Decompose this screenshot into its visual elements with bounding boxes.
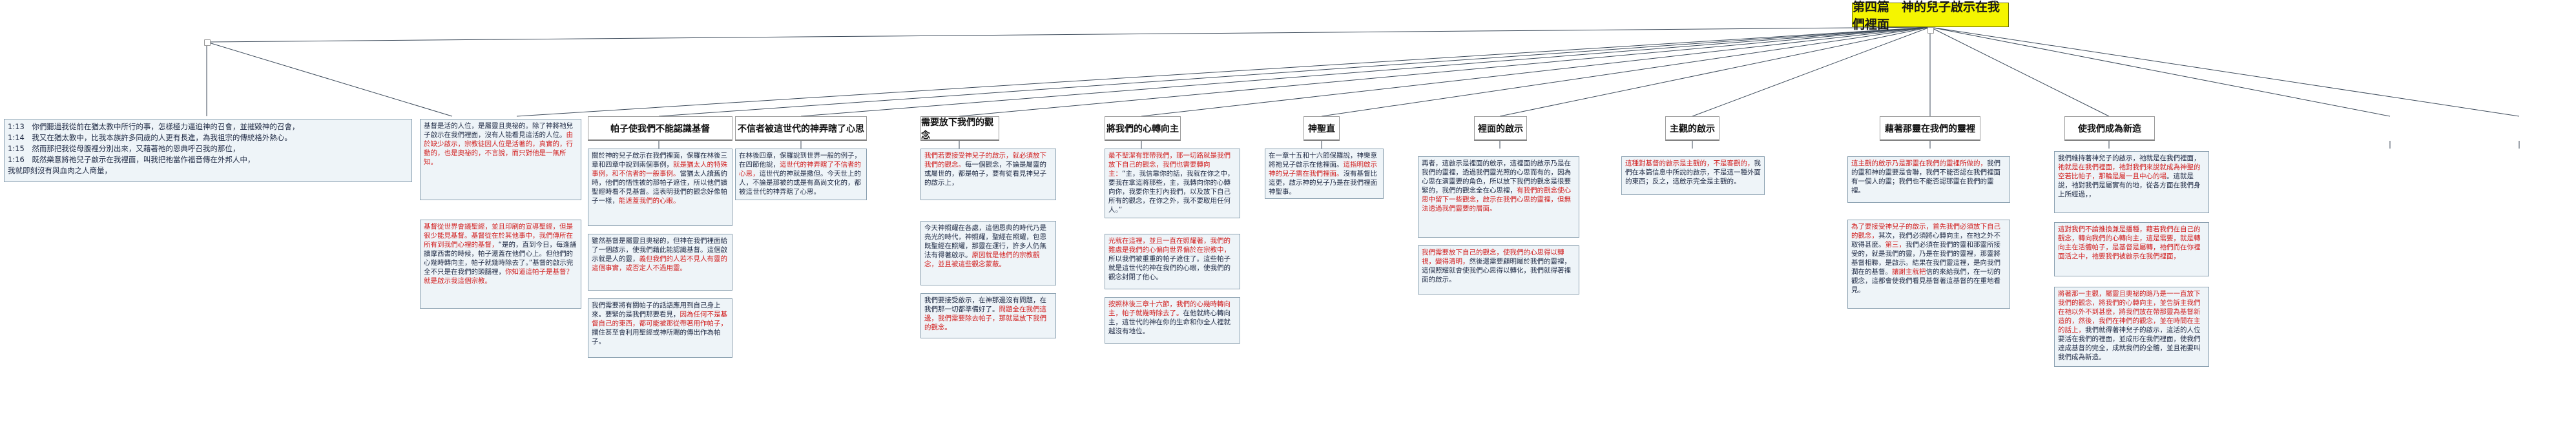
branch-turn-heart[interactable]: 將我們的心轉向主 bbox=[1105, 116, 1181, 141]
box-text-highlight: 因為任何不是基督自己的東西，都可能被那從帶著用作帕子， bbox=[592, 311, 727, 327]
branch-subjective-revelation[interactable]: 主觀的啟示 bbox=[1665, 116, 1719, 141]
box-text-highlight: 第三， bbox=[1885, 241, 1906, 249]
node-marker[interactable] bbox=[204, 39, 211, 46]
box-text: 攔住甚至會利用聖經或神所賜的傳出作為帕子。 bbox=[592, 329, 721, 346]
box-text: 當猶太人讀舊約時，他們的悟性被的那帕子遮住，所以他們讀聖經時看不見基督。這表明我… bbox=[592, 170, 727, 205]
central-topic[interactable]: 第四篇 神的兒子啟示在我們裡面 bbox=[1852, 0, 2009, 32]
box-text-highlight: 能遮蓋我們的心眼。 bbox=[619, 197, 680, 205]
note-text: 基督是活的人位，是屬靈且奧祕的。除了神將祂兒子啟示在我們裡面，沒有人能看見這活的… bbox=[424, 122, 573, 139]
box-text-highlight: 最不聖潔有罪帶我們，那一切路就是我們放下自己的觀念，我們也需要轉向主： bbox=[1108, 152, 1231, 178]
box-text: 其次，我們必須將心轉向主，在祂之外不取得甚麼。 bbox=[1851, 232, 2000, 249]
node-marker[interactable] bbox=[1927, 27, 1934, 34]
box-text: 在林後四章，保羅說到世界一般的例子，在四節他說， bbox=[739, 152, 861, 169]
box-text: 雖然基督是屬靈且奧祕的，但神在我們裡面給了一個啟示，使我們藉此能認識基督。這個啟… bbox=[592, 237, 727, 263]
box-text: 沒有基督比這更，啟示神的兒子乃是在我們裡面神聖事。 bbox=[1269, 170, 1377, 196]
box-new-creation[interactable]: 將著那一主觀，屬靈且奧祕的路乃是一一直放下我們的觀念，將我們的心轉向主，並告訴主… bbox=[2054, 287, 2209, 367]
box-text-highlight: 祂就是在我們裡面，祂對我們來說就成為神聖的空若比帕子，那輪是屬一且中心的場 bbox=[2058, 163, 2201, 180]
branch-veil[interactable]: 帕子使我們不能認識基督 bbox=[588, 116, 732, 141]
box-text-highlight: 這種對基督的啟示是主觀的，不是客觀的， bbox=[1625, 160, 1754, 167]
box-subjective[interactable]: 這種對基督的啟示是主觀的，不是客觀的，我們在本篇信息中所說的啟示，不是這一種外面… bbox=[1621, 156, 1765, 195]
box-text: 然後還需要顧明屬於我們的靈裡，這個照耀就會使我們心思得以轉化，我們就得著裡面的啟… bbox=[1422, 258, 1571, 284]
box-text: 每一個觀念，不論是屬靈的或屬世的，都是帕子，要有從看見神兒子的啟示上， bbox=[924, 161, 1046, 187]
box-text-highlight: 問題全在我們這邊，我們需要除去帕子，那就是放下我們的觀念。 bbox=[924, 305, 1046, 331]
box-text: 信的來給我們，在一切的觀念，這都會使我們看見基督著這基督的在重地看見。 bbox=[1851, 268, 2000, 294]
box-text-highlight: 我們需要放下自己的觀念，使我們的心思得以轉視，變得清明， bbox=[1422, 249, 1564, 265]
intro-line: 我就即刻沒有與血肉之人商量， bbox=[8, 166, 112, 175]
box-text: 我們在本篇信息中所說的啟示，不是這一種外面的東西；反之，這啟示完全是主觀的。 bbox=[1625, 160, 1761, 185]
intro-line: 1:13 你們聽過我從前在猶太教中所行的事，怎樣極力逼迫神的召會，並摧毀神的召會… bbox=[8, 122, 300, 131]
box-god-of-age[interactable]: 在林後四章，保羅說到世界一般的例子，在四節他說，這世代的神弄瞎了不信者的心思，這… bbox=[735, 149, 867, 200]
box-age-of-light[interactable]: 今天神照耀在各處，這個恩典的時代乃是亮光的時代，神照耀，聖經在照耀，包恩既聖經在… bbox=[920, 221, 1056, 285]
branch-divine[interactable]: 神聖直 bbox=[1304, 116, 1340, 141]
box-way-forward[interactable]: 這對我們不論推換兼是播種，藉若我們在自己的觀念，轉向我們的心轉向主，這是需要，就… bbox=[2054, 222, 2209, 276]
note-text-highlight: 由於缺少啟示，宗教徒因人位是活著的，真實的，行動的，也是奧祕的，不言說，而只對他… bbox=[424, 131, 573, 166]
intro-line: 1:16 既然樂意將祂兒子啟示在我裡面，叫我把祂當作福音傳在外邦人中， bbox=[8, 155, 255, 164]
box-text-highlight: 這主觀的啟示乃是那靈在我們的靈裡所做的， bbox=[1851, 160, 1987, 167]
box-text: 我們就得著神兒子的啟示，這活的人位要活在我們的裡面，並成形在我們裡面，使我們達成… bbox=[2058, 326, 2201, 361]
box-text-highlight: 光就在這裡，並且一直在照耀著，我們的難處是我們的心偏向世界偏於在宗教中， bbox=[1108, 237, 1231, 254]
box-text-highlight: 原因就是他們的宗教觀念，並且被這些觀念蒙蔽。 bbox=[924, 251, 1040, 268]
note-box-veil-bible[interactable]: 基督從世界會議聖經，並且印刷的宣導聖經，但是很少能見基督。基督從在於其他事中，我… bbox=[420, 220, 581, 309]
box-veil-removed[interactable]: 按照林後三章十六節，我們的心幾時轉向主，帕子就幾時除去了。在他就終心轉向主，這世… bbox=[1105, 297, 1240, 344]
box-text-highlight: 這指明啟示神的兒子需在我們裡面。 bbox=[1269, 161, 1377, 178]
note-text-highlight: 基督從世界會議聖經，並且印刷的宣導聖經，但是很少能見基督。基督從在於其他事中，我… bbox=[424, 223, 573, 249]
box-text: 在他就終心轉向主，這世代的神在你的生命和你全人裡就越沒有地位。 bbox=[1108, 309, 1231, 335]
branch-new-creation[interactable]: 使我們成為新造 bbox=[2064, 116, 2155, 141]
box-text: 。這就是說，祂對我們是屬實有的地，從各方面在我們身上所經過，， bbox=[2058, 172, 2201, 198]
branch-blinded-unbelievers[interactable]: 不信者被這世代的神弄瞎了心思 bbox=[735, 116, 867, 141]
box-divine-revelation[interactable]: 在一章十五和十六節保羅說，神樂意將祂兒子啟示在他裡面。這指明啟示神的兒子需在我們… bbox=[1265, 149, 1384, 199]
box-text: 我們必須在我們的靈和那靈所接受的，就是我們的靈，乃是在我們的靈裡，那靈將基督相聯… bbox=[1851, 241, 2000, 276]
box-mind-renewed[interactable]: 我們需要放下自己的觀念，使我們的心思得以轉視，變得清明，然後還需要顧明屬於我們的… bbox=[1418, 245, 1579, 294]
box-text-highlight: 我們若要接受神兒子的啟示，就必須放下我們的觀念。 bbox=[924, 152, 1046, 169]
box-text-highlight: 讓謝主就把 bbox=[1892, 268, 1926, 276]
box-text-highlight: 就是猶太人的特殊事例，和不信者的一般事例。 bbox=[592, 161, 727, 178]
box-apply-veil[interactable]: 我們需要將有關帕子的話語應用到自己身上來。要緊的是我們那要看見，因為任何不是基督… bbox=[588, 298, 732, 358]
box-text-highlight: 有我們的觀念使心思中留下一些觀念，啟示在我們心思的靈裡，但無法透過我們靈要的層面… bbox=[1422, 187, 1571, 212]
box-drop-concepts[interactable]: 我們若要接受神兒子的啟示，就必須放下我們的觀念。每一個觀念，不論是屬靈的或屬世的… bbox=[920, 149, 1056, 200]
box-text: “主，我信靠你的話，我就在你之中，要我在拿這將那些，主，我轉向你的心轉向你，我要… bbox=[1108, 170, 1234, 214]
note-box-living-person[interactable]: 基督是活的人位，是屬靈且奧祕的。除了神將祂兒子啟示在我們裡面，沒有人能看見這活的… bbox=[420, 119, 581, 200]
box-text-highlight: 按照林後三章十六節，我們的心幾時轉向主，帕子就幾時除去了。 bbox=[1108, 300, 1231, 317]
box-text: 我們需要將有關帕子的話語應用到自己身上來。要緊的是我們那要看見， bbox=[592, 302, 721, 318]
box-text: 我們要接受啟示，在神那邊沒有問題，在我們那一切都準備好了。 bbox=[924, 296, 1046, 313]
branch-spirit-in-spirit[interactable]: 藉著那靈在我們的靈裡 bbox=[1880, 116, 1980, 141]
box-text: 我們維持著神兒子的啟示，祂就是在我們裡面， bbox=[2058, 154, 2201, 162]
box-text: 所以我們被重重的帕子遮住了。這些帕子就是這世代的神在我們的心眼，使我們的觀念封閉… bbox=[1108, 255, 1231, 281]
box-text-highlight: 為了要接受神兒子的啟示，首先我們必須放下自己的觀念， bbox=[1851, 223, 2000, 240]
note-text: “是的，直到今日，每逢誦讀摩西書的時候，帕子還蓋在他們心上。但他們的心幾時轉向主… bbox=[424, 241, 577, 276]
intro-line: 1:14 我又在猶太教中，比我本族許多同歲的人更有長進，為我祖宗的傳統格外熱心。 bbox=[8, 133, 292, 142]
box-son-revealed[interactable]: 我們維持著神兒子的啟示，祂就是在我們裡面，祂就是在我們裡面，祂對我們來說就成為神… bbox=[2054, 151, 2209, 213]
box-inward-revelation[interactable]: 再者，這啟示是裡面的啟示，這裡面的啟示乃是在我們的靈裡，透過我們靈光照的心思而有… bbox=[1418, 156, 1579, 238]
box-text: 這世代的神就是撒但。今天世上的人，不論是那被的或是有高尚文化的，都被這世代的神弄… bbox=[739, 170, 861, 196]
box-text-highlight: 義但我們的人若不見人有靈的這個事實，或否定人不過用靈。 bbox=[592, 255, 727, 272]
box-text: 我們的靈和神的靈要是會聯，我們不能否認在我們裡面有一個人的靈；我們也不能否認那靈… bbox=[1851, 160, 2000, 194]
box-text: 關於神的兒子啟示在我們裡面，保羅在林後三章和四章中說到兩個事例， bbox=[592, 152, 727, 169]
box-turn-to-lord[interactable]: 最不聖潔有罪帶我們，那一切路就是我們放下自己的觀念，我們也需要轉向主：“主，我信… bbox=[1105, 149, 1240, 218]
box-veil-cases[interactable]: 關於神的兒子啟示在我們裡面，保羅在林後三章和四章中說到兩個事例，就是猶太人的特殊… bbox=[588, 149, 732, 226]
branch-inward-revelation[interactable]: 裡面的啟示 bbox=[1474, 116, 1527, 141]
box-text: 再者，這啟示是裡面的啟示，這裡面的啟示乃是在我們的靈裡，透過我們靈光照的心思而有… bbox=[1422, 160, 1571, 194]
intro-line: 1:15 然而那把我從母腹裡分別出來，又藉著祂的恩典呼召我的那位， bbox=[8, 144, 240, 153]
box-three-steps[interactable]: 為了要接受神兒子的啟示，首先我們必須放下自己的觀念，其次，我們必須將心轉向主，在… bbox=[1847, 220, 2010, 309]
box-text: 在一章十五和十六節保羅說，神樂意將祂兒子啟示在他裡面。 bbox=[1269, 152, 1377, 169]
branch-drop-concepts[interactable]: 需要放下我們的觀念 bbox=[920, 116, 999, 141]
box-spirit-in-spirit[interactable]: 這主觀的啟示乃是那靈在我們的靈裡所做的，我們的靈和神的靈要是會聯，我們不能否認在… bbox=[1847, 156, 2010, 203]
box-text-highlight: 這世代的神弄瞎了不信者的心思， bbox=[739, 161, 861, 178]
note-text-highlight: 你知道這帕子是基督？就是啟示我這個宗教。 bbox=[424, 268, 573, 285]
box-problem-our-side[interactable]: 我們要接受啟示，在神那邊沒有問題，在我們那一切都準備好了。問題全在我們這邊，我們… bbox=[920, 293, 1056, 338]
box-text-highlight: 將著那一主觀，屬靈且奧祕的路乃是一一直放下我們的觀念，將我們的心轉向主，並告訴主… bbox=[2058, 290, 2201, 334]
box-light-shining[interactable]: 光就在這裡，並且一直在照耀著，我們的難處是我們的心偏向世界偏於在宗教中，所以我們… bbox=[1105, 234, 1240, 289]
intro-verses-box[interactable]: 1:13 你們聽過我從前在猶太教中所行的事，怎樣極力逼迫神的召會，並摧毀神的召會… bbox=[4, 119, 412, 182]
box-text: 今天神照耀在各處，這個恩典的時代乃是亮光的時代，神照耀，聖經在照耀，包恩既聖經在… bbox=[924, 224, 1046, 259]
box-text-highlight: 這對我們不論推換兼是播種，藉若我們在自己的觀念，轉向我們的心轉向主，這是需要，就… bbox=[2058, 225, 2201, 260]
box-human-spirit[interactable]: 雖然基督是屬靈且奧祕的，但神在我們裡面給了一個啟示，使我們藉此能認識基督。這個啟… bbox=[588, 234, 732, 291]
